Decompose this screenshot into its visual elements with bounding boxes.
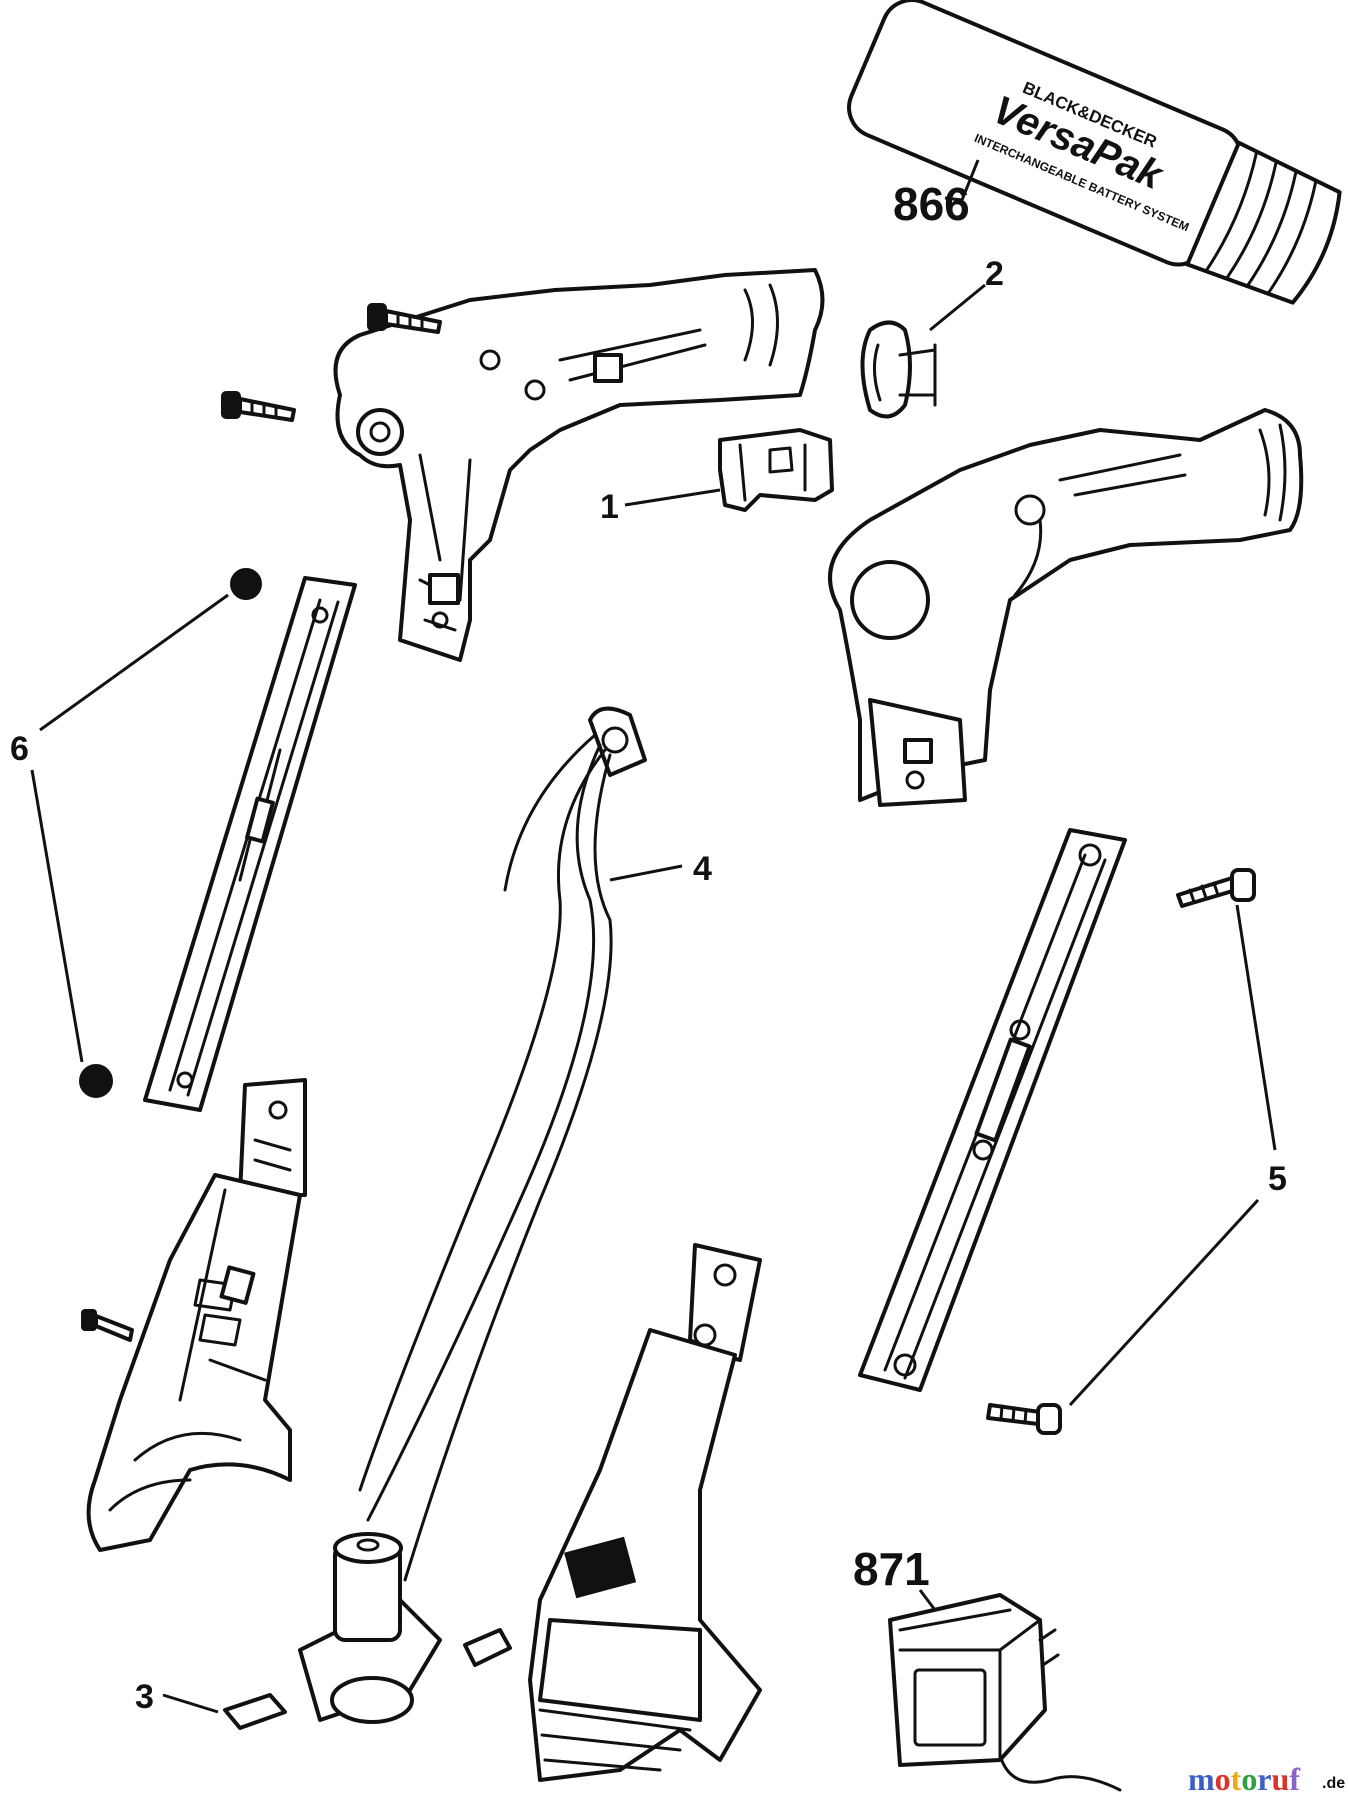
watermark-letter: o [1215,1761,1231,1797]
watermark-text: motoruf [1188,1761,1300,1797]
watermark-letter: m [1188,1761,1215,1797]
screw-lower-housing [81,1309,134,1342]
lower-housing-right [528,1243,762,1782]
callout-4: 4 [693,850,712,888]
callout-5: 5 [1268,1160,1287,1198]
upper-housing-right [828,408,1304,807]
motor-assembly [298,1532,442,1724]
shaft-tube-left [143,576,357,1112]
leader-6b [30,769,84,1063]
callout-3: 3 [135,1678,154,1716]
nut-top [230,568,262,600]
callout-866: 866 [893,178,970,230]
callout-871: 871 [853,1543,930,1595]
screw-upper-2 [221,391,296,422]
leader-6a [39,593,229,732]
watermark-suffix: .de [1322,1775,1345,1792]
battery-pack: BLACK&DECKER VersaPak INTERCHANGEABLE BA… [847,0,1342,305]
clip-part: 2 [860,255,1004,419]
watermark-letter: t [1231,1761,1242,1797]
leader-5a [1235,904,1277,1151]
charger: 871 [853,1543,1122,1792]
callout-1: 1 [600,488,619,526]
callout-6: 6 [10,730,29,768]
watermark-letter: o [1241,1761,1257,1797]
bolt-bottom [986,1403,1062,1435]
lower-housing-left [86,1078,307,1552]
nut-bottom [79,1064,113,1098]
screw-upper-1 [367,303,442,334]
wire-harness: 4 [358,706,712,1582]
shaft-tube-right [858,828,1127,1392]
brush-part: 3 [135,1628,512,1730]
callout-2: 2 [985,255,1004,293]
watermark-letter: f [1289,1761,1300,1797]
switch-part: 1 [600,428,834,526]
watermark: motoruf .de [1188,1761,1345,1797]
bolt-top [1176,868,1256,908]
watermark-letter: u [1272,1761,1290,1797]
leader-5b [1068,1198,1260,1407]
upper-housing-left [333,268,825,662]
watermark-letter: r [1257,1761,1271,1797]
